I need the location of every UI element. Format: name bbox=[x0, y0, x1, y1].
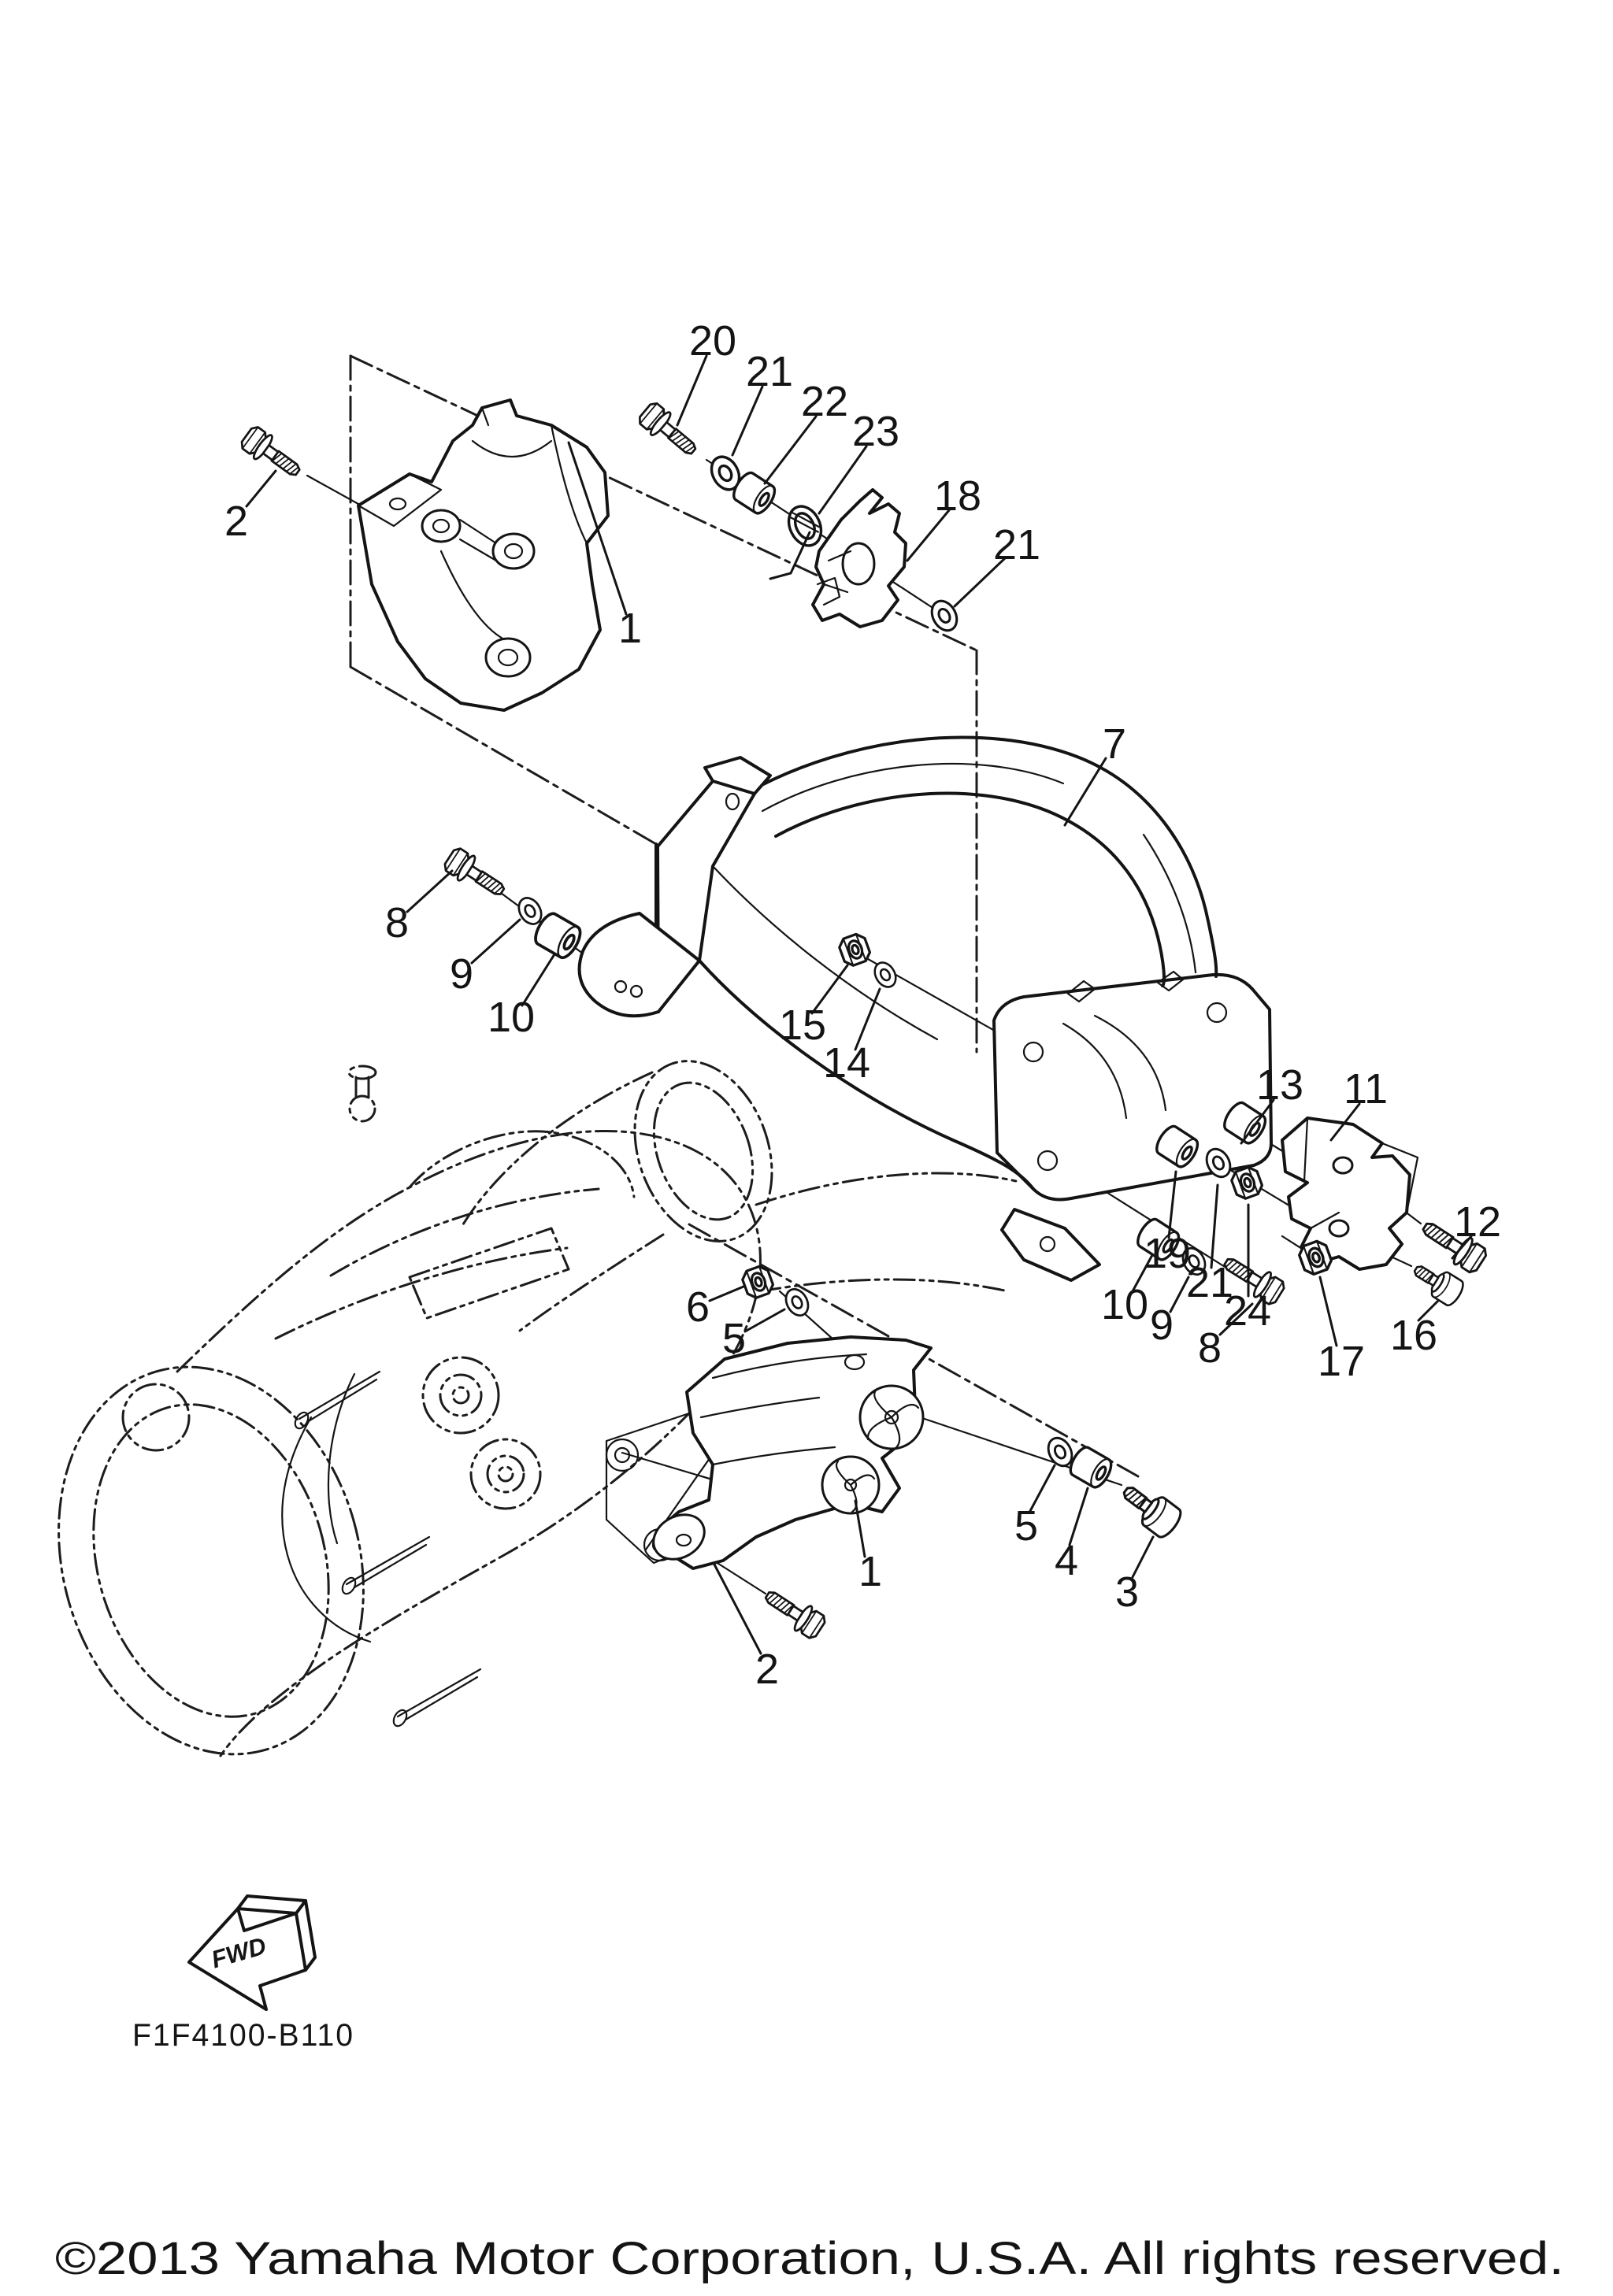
callout-leader-21 bbox=[953, 556, 1007, 608]
callout-leader-22 bbox=[763, 415, 818, 485]
callout-leader-8 bbox=[406, 869, 454, 913]
fwd-arrow-icon: FWD bbox=[187, 1894, 317, 2011]
callout-leader-9 bbox=[470, 918, 521, 965]
callout-leader-19 bbox=[1167, 1170, 1177, 1239]
part-4-bushing bbox=[1065, 1442, 1117, 1492]
callout-leader-2 bbox=[245, 469, 277, 508]
callout-leader-2 bbox=[712, 1561, 762, 1655]
callout-label-2: 2 bbox=[224, 498, 248, 545]
callout-leader-8 bbox=[1218, 1302, 1254, 1336]
callout-leader-12 bbox=[1451, 1235, 1473, 1260]
callout-label-1: 1 bbox=[618, 605, 642, 652]
callout-label-16: 16 bbox=[1390, 1312, 1437, 1359]
callout-leader-20 bbox=[676, 354, 708, 427]
callout-leader-6 bbox=[708, 1285, 745, 1302]
callout-label-18: 18 bbox=[934, 472, 981, 520]
callout-leader-21 bbox=[731, 385, 764, 457]
callout-label-21: 21 bbox=[993, 521, 1040, 568]
callout-label-5: 5 bbox=[1014, 1502, 1038, 1550]
part-20-bolt bbox=[634, 398, 704, 464]
part-7-stay-duct bbox=[577, 735, 1273, 1282]
callout-label-8: 8 bbox=[1198, 1324, 1222, 1372]
callout-leader-18 bbox=[906, 509, 951, 562]
drawing-code: F1F4100-B110 bbox=[132, 2018, 354, 2053]
callout-leader-21 bbox=[1210, 1183, 1219, 1269]
callout-label-8: 8 bbox=[385, 899, 409, 946]
callout-label-23: 23 bbox=[852, 408, 899, 455]
callout-label-4: 4 bbox=[1055, 1537, 1078, 1584]
part-18-damper-bracket bbox=[811, 488, 907, 628]
engine-assembly-phantom bbox=[57, 1060, 1018, 1757]
callout-label-6: 6 bbox=[686, 1283, 710, 1331]
callout-leader-5 bbox=[743, 1308, 786, 1333]
callout-leader-1 bbox=[854, 1499, 866, 1558]
callout-label-1: 1 bbox=[858, 1548, 882, 1595]
callout-label-21: 21 bbox=[1186, 1259, 1233, 1306]
callout-label-22: 22 bbox=[801, 378, 848, 425]
callout-label-9: 9 bbox=[450, 950, 473, 998]
callout-label-9: 9 bbox=[1150, 1302, 1174, 1349]
callout-leader-17 bbox=[1318, 1276, 1338, 1347]
part-3-bolt bbox=[1114, 1476, 1186, 1542]
callout-leader-13 bbox=[1240, 1098, 1275, 1145]
callout-label-5: 5 bbox=[722, 1315, 746, 1362]
callout-label-24: 24 bbox=[1224, 1287, 1271, 1335]
part-1-lower-bracket bbox=[652, 1335, 933, 1570]
callout-leader-10 bbox=[1131, 1254, 1154, 1293]
callout-label-2: 2 bbox=[755, 1646, 779, 1693]
part-15-nut bbox=[836, 930, 873, 969]
callout-leader-3 bbox=[1131, 1535, 1155, 1579]
engine-studs bbox=[281, 1370, 482, 1728]
callout-label-21: 21 bbox=[746, 348, 793, 395]
callout-label-20: 20 bbox=[689, 317, 736, 365]
callout-leader-15 bbox=[810, 964, 849, 1015]
callout-leader-1 bbox=[567, 441, 628, 616]
callout-label-10: 10 bbox=[488, 994, 535, 1041]
callout-leader-5 bbox=[1029, 1464, 1056, 1513]
callout-label-3: 3 bbox=[1115, 1568, 1139, 1616]
part-1-upper-bracket bbox=[357, 398, 610, 712]
copyright-line: ©2013 Yamaha Motor Corporation, U.S.A. A… bbox=[55, 2233, 1564, 2284]
callout-label-11: 11 bbox=[1344, 1065, 1388, 1113]
callout-label-13: 13 bbox=[1256, 1061, 1303, 1109]
callout-label-19: 19 bbox=[1144, 1230, 1191, 1277]
callout-label-10: 10 bbox=[1101, 1281, 1148, 1328]
part-2-bolt-lower bbox=[758, 1581, 829, 1643]
callout-leader-4 bbox=[1068, 1487, 1089, 1546]
callout-label-17: 17 bbox=[1318, 1338, 1365, 1385]
callout-leader-10 bbox=[521, 953, 556, 1007]
callout-leader-11 bbox=[1329, 1102, 1361, 1142]
callout-leader-23 bbox=[818, 445, 868, 515]
callout-label-14: 14 bbox=[823, 1039, 870, 1087]
fasteners bbox=[236, 398, 1491, 1643]
callout-label-12: 12 bbox=[1454, 1198, 1501, 1246]
callout-leader-16 bbox=[1417, 1299, 1440, 1322]
callout-leader-14 bbox=[854, 987, 881, 1051]
part-21-washer-b bbox=[925, 595, 963, 636]
callout-leader-7 bbox=[1063, 757, 1107, 827]
callout-label-7: 7 bbox=[1103, 720, 1126, 768]
part-11-stay-bracket bbox=[1281, 1117, 1419, 1271]
callout-label-15: 15 bbox=[779, 1002, 826, 1049]
callout-leader-9 bbox=[1169, 1276, 1190, 1313]
part-8-bolt-a bbox=[440, 843, 512, 905]
